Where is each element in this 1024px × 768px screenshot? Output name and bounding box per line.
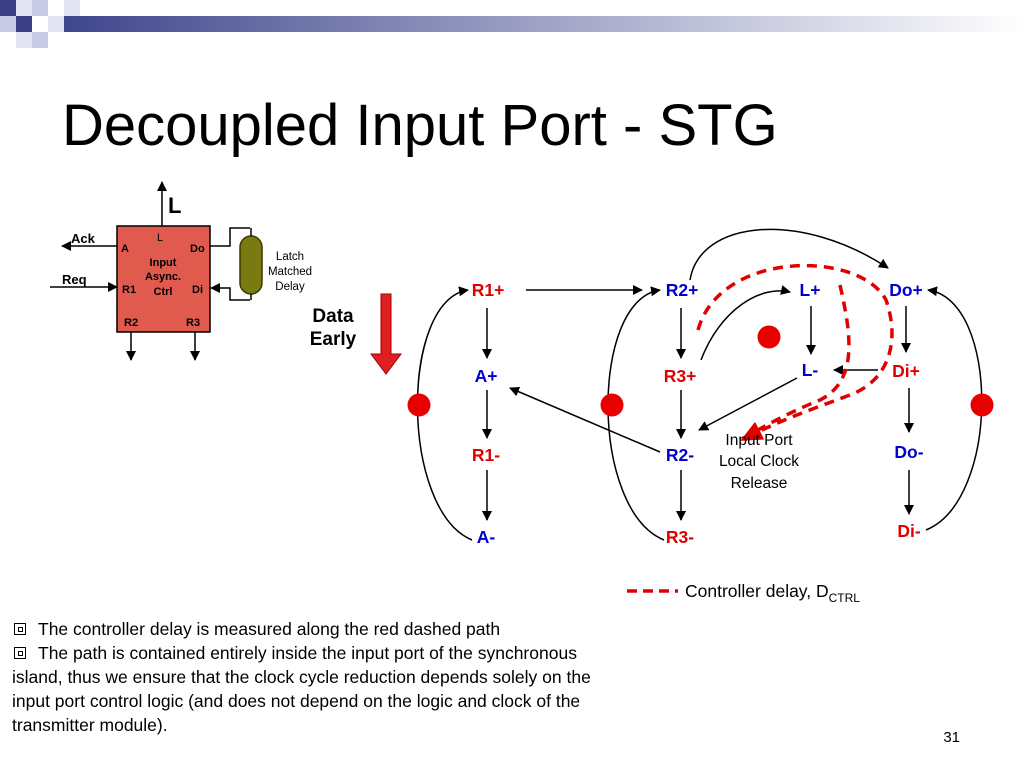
data-early-label-2: Early bbox=[310, 329, 357, 350]
controller-block: L L A Do R1 Di R2 R3 Input Async. Ctrl A… bbox=[50, 181, 312, 361]
stg-tokens bbox=[407, 325, 994, 417]
token-right bbox=[970, 393, 994, 417]
data-early-label-1: Data bbox=[312, 306, 354, 327]
corner-decoration bbox=[0, 0, 1024, 48]
bullet-list: The controller delay is measured along t… bbox=[12, 617, 612, 737]
node-do-minus: Do- bbox=[894, 442, 923, 462]
block-body-3: Ctrl bbox=[154, 286, 173, 298]
pin-do: Do bbox=[190, 243, 205, 255]
pin-l: L bbox=[157, 232, 163, 244]
data-early-arrow bbox=[370, 293, 402, 375]
node-l-minus: L- bbox=[802, 360, 819, 380]
slide-title: Decoupled Input Port - STG bbox=[62, 93, 778, 158]
controller-delay-path-inner bbox=[744, 284, 851, 440]
node-l-plus: L+ bbox=[800, 280, 821, 300]
delay-label-2: Matched bbox=[268, 266, 312, 278]
delay-label-1: Latch bbox=[276, 251, 304, 263]
release-label-3: Release bbox=[731, 475, 788, 492]
block-body-1: Input bbox=[150, 257, 177, 269]
checkbox-bullet-icon bbox=[14, 623, 26, 635]
page-number: 31 bbox=[943, 729, 960, 746]
pin-r3: R3 bbox=[186, 317, 200, 329]
node-r2-plus: R2+ bbox=[666, 280, 699, 300]
node-r1-minus: R1- bbox=[472, 445, 500, 465]
controller-box bbox=[116, 225, 211, 333]
controller-delay-path bbox=[696, 264, 894, 442]
token-l-loop bbox=[757, 325, 781, 349]
checkbox-bullet-icon bbox=[14, 647, 26, 659]
block-body-2: Async. bbox=[145, 271, 181, 283]
bullet-item: The controller delay is measured along t… bbox=[12, 617, 612, 641]
bullet-item: The path is contained entirely inside th… bbox=[12, 643, 591, 735]
req-label: Req bbox=[62, 272, 87, 287]
node-di-minus: Di- bbox=[897, 521, 921, 541]
node-di-plus: Di+ bbox=[892, 361, 920, 381]
pin-di: Di bbox=[192, 284, 203, 296]
token-left bbox=[407, 393, 431, 417]
pin-r1: R1 bbox=[122, 284, 136, 296]
latch-delay-element bbox=[239, 235, 263, 295]
stg-diagram: L L A Do R1 Di R2 R3 Input Async. Ctrl A… bbox=[50, 181, 994, 605]
legend-text: Controller delay, DCTRL bbox=[685, 581, 860, 605]
ack-label: Ack bbox=[71, 231, 96, 246]
release-label-1: Input Port bbox=[725, 432, 793, 449]
node-do-plus: Do+ bbox=[889, 280, 923, 300]
node-r1-plus: R1+ bbox=[472, 280, 505, 300]
pin-r2: R2 bbox=[124, 317, 138, 329]
release-label-2: Local Clock bbox=[719, 453, 799, 470]
block-output-label: L bbox=[168, 193, 181, 218]
node-r2-minus: R2- bbox=[666, 445, 694, 465]
stg-arcs bbox=[416, 228, 983, 541]
node-r3-minus: R3- bbox=[666, 527, 694, 547]
node-r3-plus: R3+ bbox=[664, 366, 697, 386]
node-a-minus: A- bbox=[477, 527, 496, 547]
node-a-plus: A+ bbox=[475, 366, 498, 386]
delay-label-3: Delay bbox=[275, 281, 305, 293]
pin-a: A bbox=[121, 243, 129, 255]
token-middle bbox=[600, 393, 624, 417]
